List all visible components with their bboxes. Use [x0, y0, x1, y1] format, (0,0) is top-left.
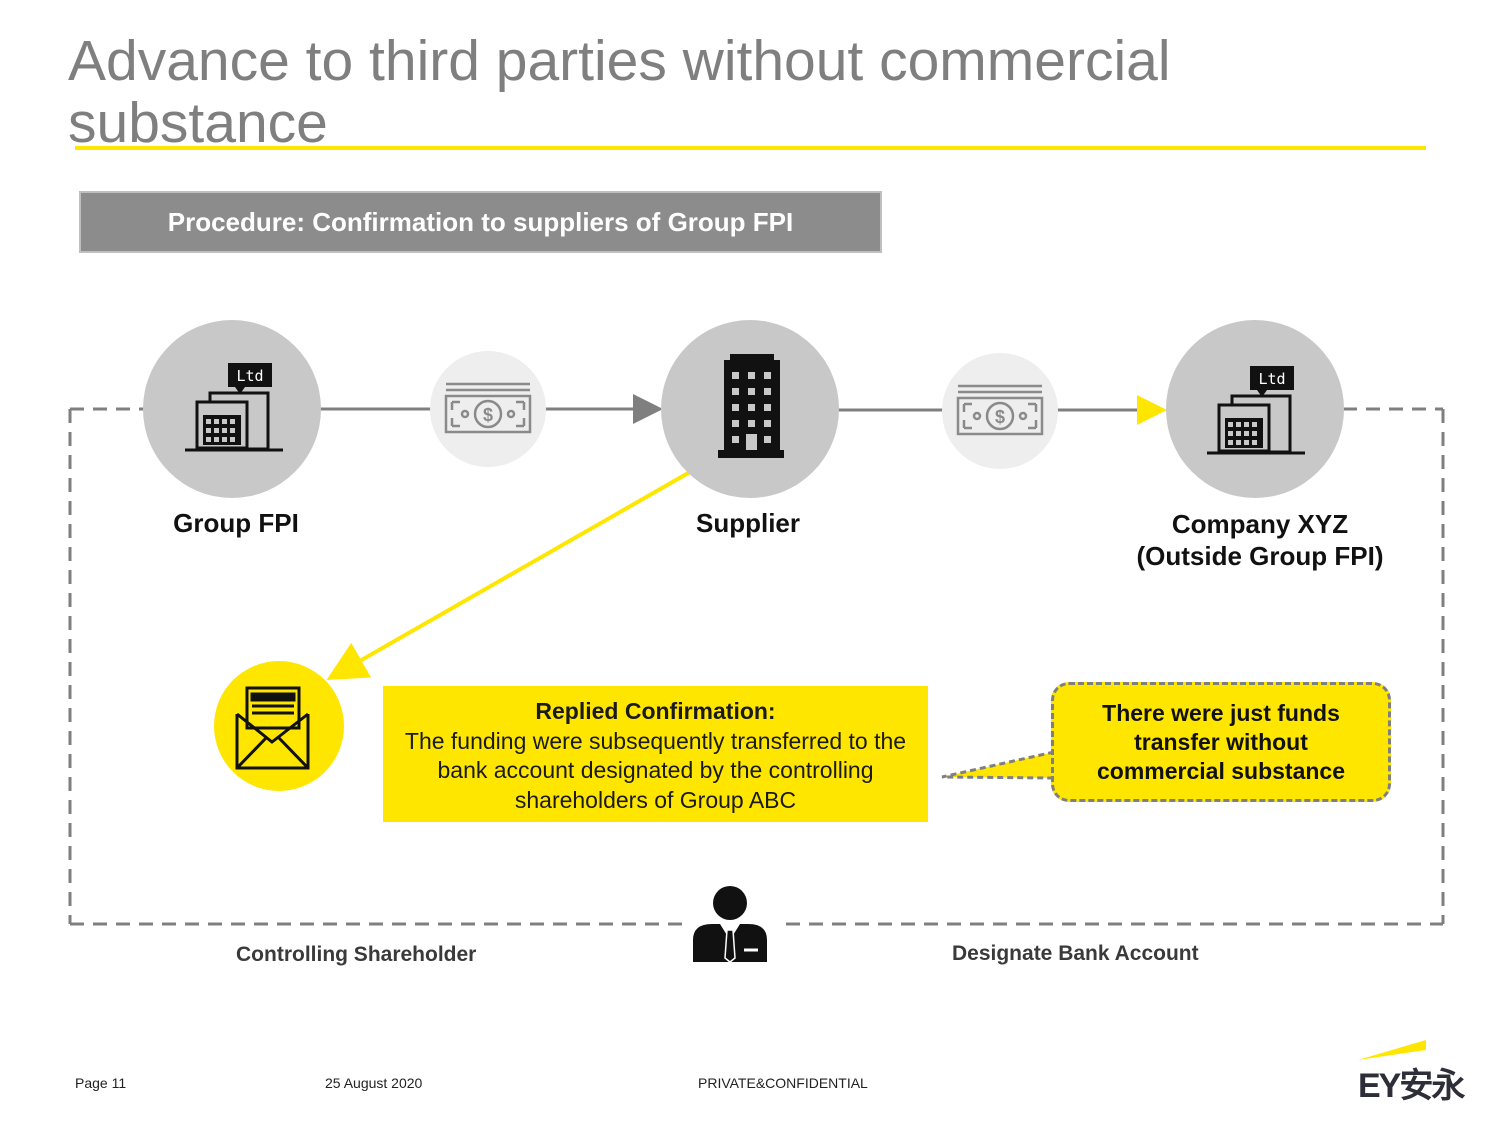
- group-fpi-label: Group FPI: [173, 508, 299, 538]
- company-xyz-label: Company XYZ (Outside Group FPI): [1100, 508, 1420, 572]
- replied-confirmation-heading: Replied Confirmation:: [535, 698, 776, 724]
- ltd-building-icon: Ltd: [1207, 366, 1305, 455]
- callout-box: There were just funds transfer without c…: [1051, 682, 1391, 802]
- page-title: Advance to third parties without commerc…: [68, 29, 1171, 155]
- company-xyz-label-line1: Company XYZ: [1171, 509, 1349, 539]
- title-underline: [75, 146, 1426, 150]
- controlling-shareholder-label: Controlling Shareholder: [236, 943, 477, 966]
- company-xyz-node: Ltd: [1166, 320, 1344, 498]
- callout-pointer: [941, 750, 1055, 780]
- callout-text: There were just funds transfer without c…: [1096, 699, 1345, 784]
- confirmation-arrow: [326, 470, 691, 680]
- svg-text:$: $: [483, 405, 493, 425]
- svg-text:Ltd: Ltd: [1258, 370, 1285, 388]
- designate-bank-account-label: Designate Bank Account: [952, 942, 1199, 965]
- supplier-node: [661, 320, 839, 498]
- group-fpi-node: Ltd: [143, 320, 321, 498]
- replied-confirmation-body: The funding were subsequently transferre…: [404, 727, 907, 813]
- money-node-1: $: [430, 351, 546, 467]
- footer-classification: PRIVATE&CONFIDENTIAL: [698, 1075, 868, 1091]
- banknote-icon: [444, 382, 532, 434]
- procedure-header: Procedure: Confirmation to suppliers of …: [79, 191, 882, 253]
- svg-text:$: $: [995, 407, 1005, 427]
- supplier-label: Supplier: [695, 508, 800, 538]
- ey-beam: [1358, 1040, 1426, 1060]
- dashed-boundary: [68, 407, 1445, 926]
- replied-confirmation-box: Replied Confirmation: The funding were s…: [383, 686, 928, 822]
- svg-text:Ltd: Ltd: [236, 367, 263, 385]
- ltd-building-icon: Ltd: [185, 363, 283, 452]
- footer-page-number: Page 11: [75, 1075, 127, 1091]
- envelope-icon: [235, 686, 310, 770]
- office-tower-icon: [718, 354, 784, 458]
- footer-date: 25 August 2020: [325, 1075, 423, 1091]
- banknote-icon: [956, 384, 1044, 436]
- envelope-node: [214, 661, 344, 791]
- company-xyz-label-line2: (Outside Group FPI): [1136, 541, 1384, 571]
- money-node-2: $: [942, 353, 1058, 469]
- ey-logo: EY安永: [1358, 1067, 1465, 1105]
- person-icon: [693, 886, 767, 963]
